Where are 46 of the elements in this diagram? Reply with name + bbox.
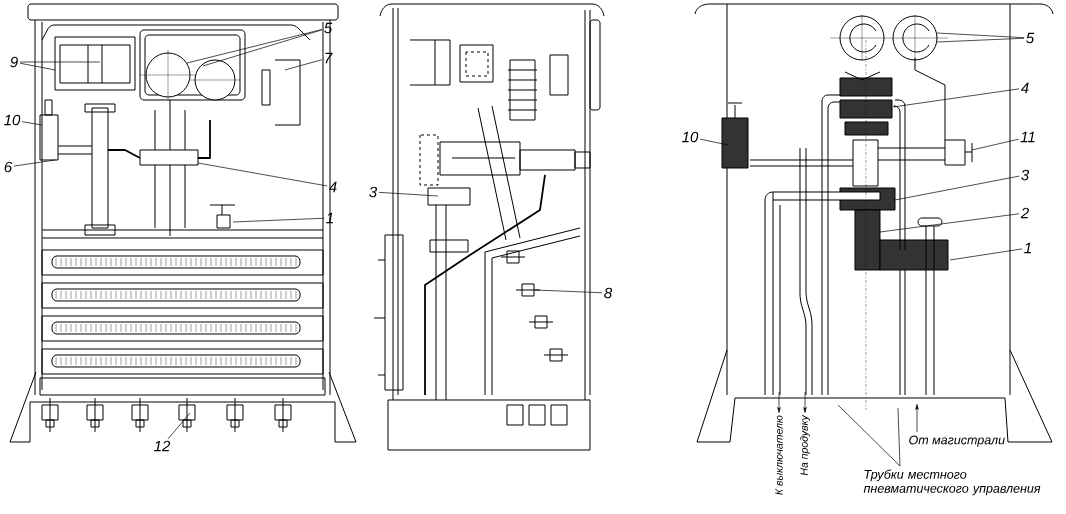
- flow-arrow: [915, 404, 919, 433]
- callout-number: 1: [326, 212, 333, 224]
- leader-line: [892, 88, 1020, 108]
- callout-number: 3: [369, 186, 378, 198]
- leader-line: [897, 407, 901, 467]
- leader-line: [19, 61, 101, 63]
- leader-line: [19, 62, 56, 71]
- callout-number: 3: [1021, 169, 1030, 181]
- pipe-label: Трубки местного пневматического управления: [863, 469, 1041, 496]
- callout-number: 8: [604, 287, 613, 299]
- leader-line: [936, 37, 1025, 43]
- leader-line: [971, 138, 1019, 151]
- leader-line: [699, 138, 729, 146]
- callout-number: 12: [154, 440, 171, 452]
- leader-line: [534, 289, 603, 294]
- callout-number: 5: [324, 22, 333, 34]
- callout-number: 7: [325, 52, 333, 64]
- callout-number: 10: [4, 114, 21, 126]
- leader-line: [13, 159, 56, 167]
- pipe-label: К выключателю: [775, 415, 783, 495]
- leader-line: [879, 213, 1020, 233]
- callout-number: 9: [10, 56, 18, 68]
- leader-line: [894, 175, 1020, 201]
- callout-number: 5: [1026, 32, 1035, 44]
- callout-number: 1: [1024, 242, 1031, 254]
- leader-line: [202, 29, 323, 67]
- callout-number: 11: [1020, 131, 1035, 143]
- leader-line: [936, 32, 1025, 39]
- flow-arrow: [777, 391, 781, 413]
- pipe-label: На продувку: [800, 414, 810, 476]
- leader-line: [378, 192, 439, 197]
- leader-line: [949, 248, 1023, 261]
- callout-number: 10: [682, 131, 699, 143]
- leader-line: [21, 121, 43, 126]
- callout-number: 4: [328, 181, 337, 193]
- leader-line: [186, 29, 323, 64]
- callout-number: 2: [1020, 207, 1029, 219]
- leader-line: [284, 59, 323, 71]
- leader-line: [167, 412, 191, 440]
- flow-arrow: [803, 391, 807, 413]
- callout-number: 4: [1020, 82, 1029, 94]
- callout-number: 6: [4, 161, 13, 173]
- leader-line: [232, 217, 325, 223]
- pipe-label: От магистрали: [909, 435, 1005, 447]
- leader-line: [197, 162, 328, 187]
- leader-line: [837, 404, 901, 467]
